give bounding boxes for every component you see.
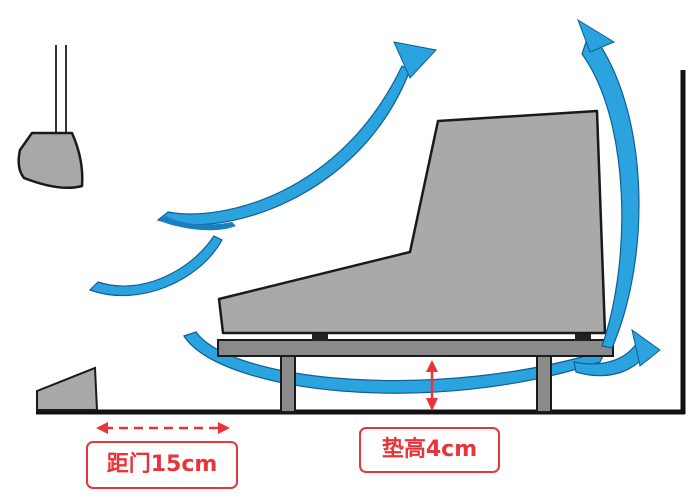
airflow-arrow-upper-tail bbox=[158, 216, 236, 231]
airflow-arrow-upper bbox=[156, 65, 411, 226]
measurement-arrow-raise bbox=[426, 360, 438, 411]
raise-height-label: 垫高4cm bbox=[359, 427, 500, 473]
airflow-arrowhead-upper bbox=[393, 41, 437, 79]
measurement-arrow-door bbox=[96, 422, 230, 434]
door-stopper-icon bbox=[36, 366, 99, 411]
airflow-arrow-left-lower bbox=[88, 235, 223, 297]
airflow-arrowhead-right-bottom bbox=[631, 328, 661, 367]
airflow-arrowhead-right-tall bbox=[577, 18, 616, 53]
bed-frame bbox=[217, 333, 614, 413]
door-distance-label: 距门15cm bbox=[86, 441, 238, 489]
sofa-body bbox=[217, 109, 607, 335]
ceiling-lamp-icon bbox=[17, 45, 84, 189]
